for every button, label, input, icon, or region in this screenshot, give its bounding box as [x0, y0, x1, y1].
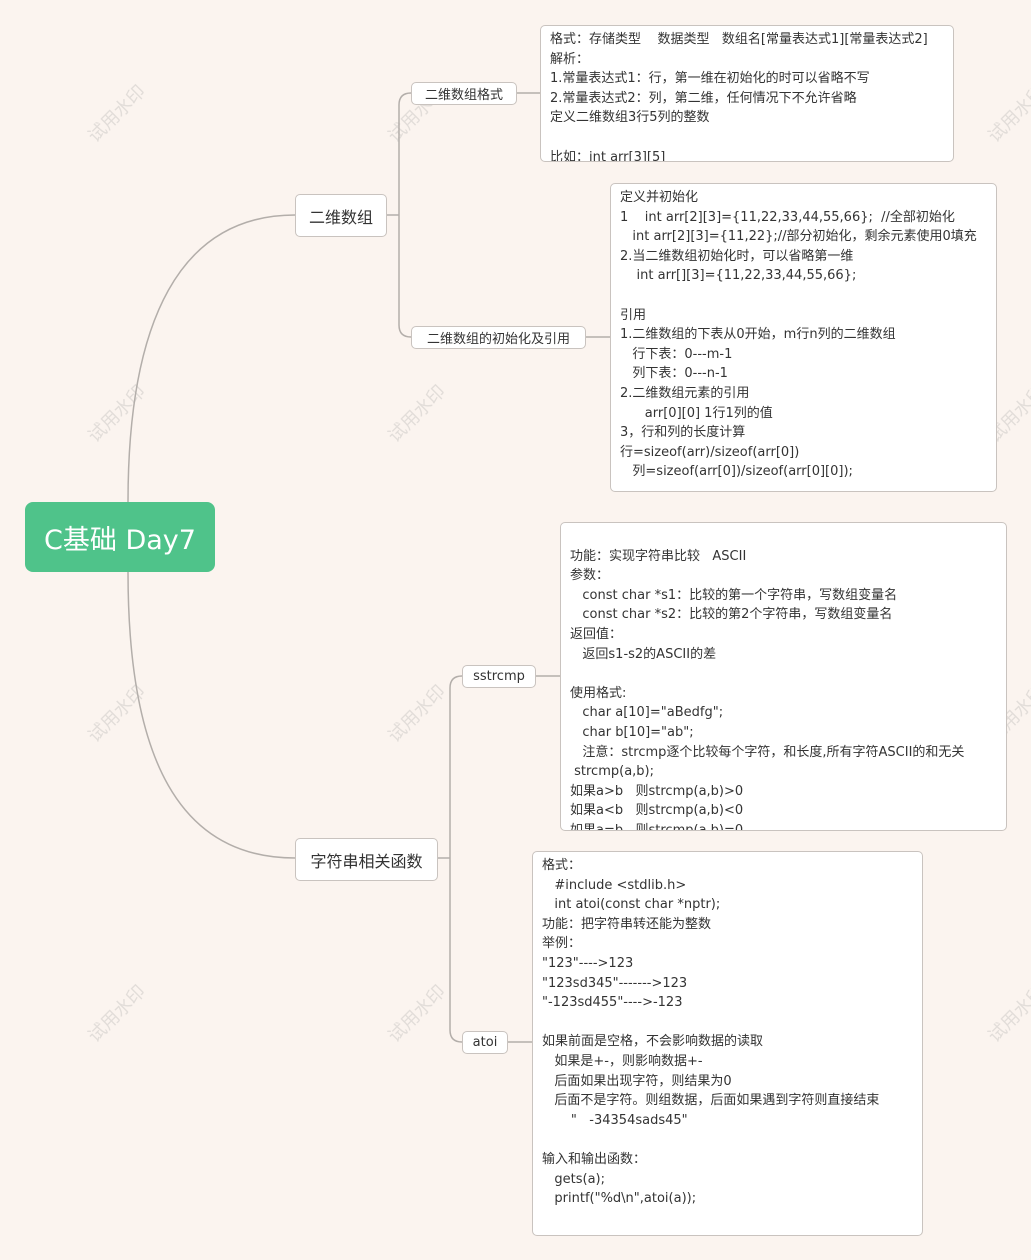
- node-2d-array[interactable]: 二维数组: [295, 194, 387, 237]
- link-sstrcmp-atoi: [449, 675, 463, 1043]
- node-atoi[interactable]: atoi: [462, 1031, 508, 1054]
- note-2d-array-format: 格式：存储类型 数据类型 数组名[常量表达式1][常量表达式2] 解析： 1.常…: [540, 25, 954, 162]
- root-node[interactable]: C基础 Day7: [25, 502, 215, 572]
- node-sstrcmp[interactable]: sstrcmp: [462, 665, 536, 688]
- note-atoi: 格式： #include <stdlib.h> int atoi(const c…: [532, 851, 923, 1236]
- link-2d-array-format: [398, 92, 412, 338]
- node-2d-array-init[interactable]: 二维数组的初始化及引用: [411, 326, 586, 349]
- note-sstrcmp: 功能：实现字符串比较 ASCII 参数： const char *s1：比较的第…: [560, 522, 1007, 831]
- node-2d-array-format[interactable]: 二维数组格式: [411, 82, 517, 105]
- node-string-functions[interactable]: 字符串相关函数: [295, 838, 438, 881]
- note-2d-array-init: 定义并初始化 1 int arr[2][3]={11,22,33,44,55,6…: [610, 183, 997, 492]
- link-root-string-funcs: [127, 571, 296, 859]
- link-root-2d-array: [127, 214, 296, 503]
